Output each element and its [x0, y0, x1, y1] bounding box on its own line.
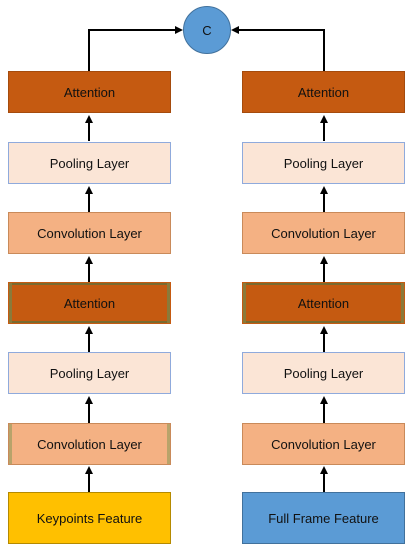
left-pooling-top-label: Pooling Layer — [49, 155, 130, 171]
left-attention-top: Attention — [8, 71, 171, 113]
left-attention-mid-label: Attention — [63, 295, 116, 311]
left-convolution-top-label: Convolution Layer — [37, 225, 142, 241]
left-convolution-bottom: Convolution Layer — [8, 423, 171, 465]
left-pooling-bottom: Pooling Layer — [8, 352, 171, 394]
right-attention-top: Attention — [242, 71, 405, 113]
right-pooling-bottom-label: Pooling Layer — [283, 365, 364, 381]
keypoints-feature-input: Keypoints Feature — [8, 492, 171, 544]
concat-label: C — [202, 22, 212, 38]
left-attention-top-label: Attention — [63, 84, 116, 100]
right-attention-top-label: Attention — [297, 84, 350, 100]
concat-node: C — [183, 6, 231, 54]
right-convolution-top: Convolution Layer — [242, 212, 405, 254]
right-pooling-top-label: Pooling Layer — [283, 155, 364, 171]
right-convolution-bottom-label: Convolution Layer — [271, 436, 376, 452]
right-convolution-bottom: Convolution Layer — [242, 423, 405, 465]
left-attention-mid: Attention — [8, 282, 171, 324]
left-convolution-bottom-label: Convolution Layer — [37, 436, 142, 452]
left-pooling-bottom-label: Pooling Layer — [49, 365, 130, 381]
right-attention-mid-label: Attention — [297, 295, 350, 311]
right-attention-mid: Attention — [242, 282, 405, 324]
left-pooling-top: Pooling Layer — [8, 142, 171, 184]
right-convolution-top-label: Convolution Layer — [271, 225, 376, 241]
full-frame-feature-input: Full Frame Feature — [242, 492, 405, 544]
arrow-left-attention-to-concat — [88, 26, 183, 71]
right-pooling-bottom: Pooling Layer — [242, 352, 405, 394]
arrow-right-attention-to-concat — [231, 26, 325, 71]
left-convolution-top: Convolution Layer — [8, 212, 171, 254]
full-frame-feature-label: Full Frame Feature — [268, 510, 379, 526]
right-pooling-top: Pooling Layer — [242, 142, 405, 184]
keypoints-feature-label: Keypoints Feature — [36, 510, 143, 526]
